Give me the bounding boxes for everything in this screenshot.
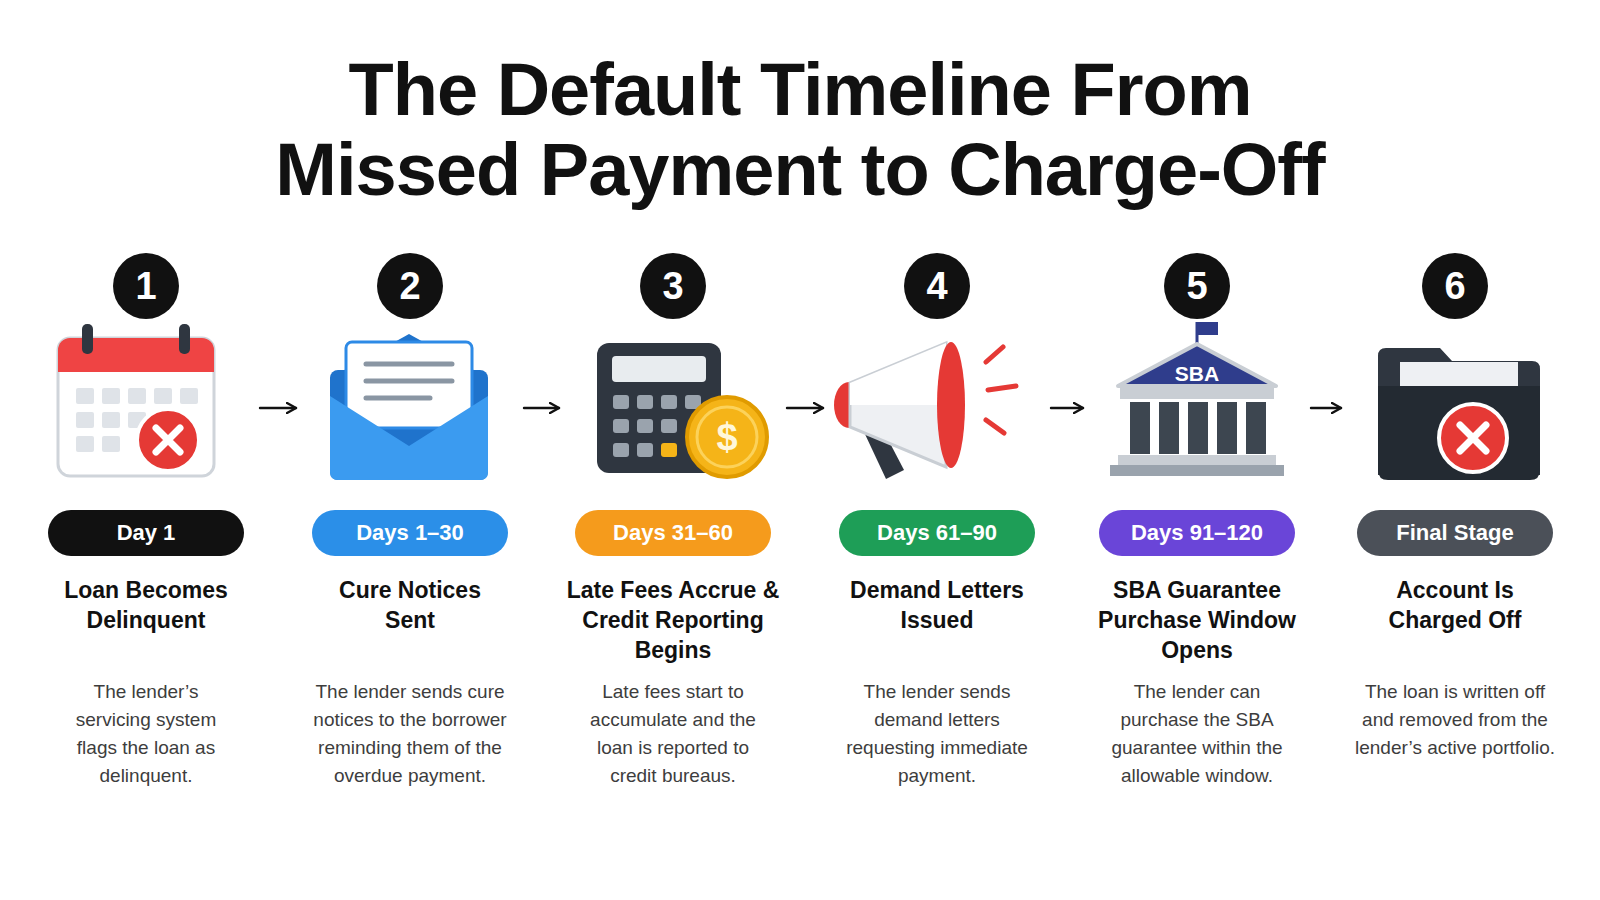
- calculator-key: [637, 395, 653, 409]
- calendar-ring: [179, 324, 190, 354]
- cross-mark: [156, 428, 180, 452]
- timeline-step: 2Days 1–30Cure Notices SentThe lender se…: [300, 250, 520, 820]
- timeline-step: 3Days 31–60Late Fees Accrue & Credit Rep…: [563, 250, 783, 820]
- bank-icon: [1110, 322, 1284, 476]
- flow-arrow: [1051, 407, 1083, 409]
- step-description: The lender’s servicing system flags the …: [61, 678, 231, 790]
- bank-column: [1217, 402, 1237, 454]
- step-description: The lender can purchase the SBA guarante…: [1095, 678, 1300, 790]
- envelope-front: [330, 396, 488, 480]
- flow-arrow: [260, 407, 296, 409]
- calendar-cell: [180, 388, 198, 404]
- stage-pill: Day 1: [48, 510, 244, 556]
- flow-arrow: [524, 407, 559, 409]
- stage-pill: Days 91–120: [1099, 510, 1295, 556]
- bank-columns: [1130, 402, 1266, 454]
- calculator-key: [613, 419, 629, 433]
- timeline-step: 6Final StageAccount Is Charged OffThe lo…: [1345, 250, 1565, 820]
- calendar-body: [58, 338, 214, 476]
- calendar-cell: [76, 412, 94, 428]
- timeline-step: 1Day 1 Loan Becomes DelinquentThe lender’…: [36, 250, 256, 820]
- step-heading: Account Is Charged Off: [1355, 575, 1555, 635]
- calendar-cell: [102, 412, 120, 428]
- step-number: 6: [1422, 253, 1488, 319]
- step-number: 3: [640, 253, 706, 319]
- step-heading: Demand Letters Issued: [837, 575, 1037, 635]
- megaphone-highlight: [850, 343, 946, 405]
- letter-lines: [366, 364, 452, 398]
- calendar-cell: [102, 388, 120, 404]
- bank-column: [1159, 402, 1179, 454]
- bank-column: [1246, 402, 1266, 454]
- coin-symbol: $: [716, 416, 737, 459]
- bank-base: [1110, 465, 1284, 476]
- calculator-key: [637, 419, 653, 433]
- stage-pill: Days 61–90: [839, 510, 1035, 556]
- megaphone-icon: [834, 342, 1016, 479]
- coin-rim: [697, 407, 757, 467]
- sound-lines: [986, 347, 1016, 433]
- flow-arrow: [1311, 407, 1341, 409]
- megaphone-cone: [850, 343, 946, 467]
- folder-icon: [1378, 348, 1540, 480]
- step-description: Late fees start to accumulate and the lo…: [576, 678, 771, 790]
- calculator-screen: [612, 356, 706, 382]
- coin: [687, 397, 767, 477]
- step-number: 2: [377, 253, 443, 319]
- bank-step: [1118, 455, 1276, 465]
- calendar-cell: [76, 436, 94, 452]
- step-description: The lender sends demand letters requesti…: [837, 678, 1037, 790]
- calendar-cell: [102, 436, 120, 452]
- step-heading: Late Fees Accrue & Credit Reporting Begi…: [563, 575, 783, 665]
- megaphone-mouth: [937, 342, 965, 468]
- calendar-cell: [128, 388, 146, 404]
- calculator-key: [661, 419, 677, 433]
- bank-pediment: [1118, 344, 1276, 386]
- stage-pill: Days 31–60: [575, 510, 771, 556]
- calendar-icon: [58, 324, 214, 476]
- step-heading: Cure Notices Sent: [320, 575, 500, 635]
- bank-beam: [1120, 387, 1274, 399]
- calculator-key: [613, 443, 629, 457]
- step-description: The lender sends cure notices to the bor…: [305, 678, 515, 790]
- calculator-icon: [597, 343, 767, 477]
- calendar-band: [58, 356, 214, 372]
- step-heading: SBA Guarantee Purchase Window Opens: [1092, 575, 1302, 665]
- timeline-step: 5Days 91–120SBA Guarantee Purchase Windo…: [1087, 250, 1307, 820]
- bank-column: [1188, 402, 1208, 454]
- calendar-cell: [76, 388, 94, 404]
- error-badge: [1439, 404, 1507, 472]
- step-number: 5: [1164, 253, 1230, 319]
- calculator-key: [637, 443, 653, 457]
- diagram-title: The Default Timeline From Missed Payment…: [230, 50, 1370, 210]
- calendar-ring: [82, 324, 93, 354]
- stage-pill: Final Stage: [1357, 510, 1553, 556]
- timeline-step: 4Days 61–90Demand Letters IssuedThe lend…: [827, 250, 1047, 820]
- calendar-cell: [154, 388, 172, 404]
- bank-sign: SBA: [1175, 362, 1219, 386]
- stage-pill: Days 1–30: [312, 510, 508, 556]
- letter-sheet: [346, 342, 472, 428]
- step-number: 4: [904, 253, 970, 319]
- folder-front: [1378, 386, 1540, 480]
- calculator-key: [661, 395, 677, 409]
- flow-arrow: [787, 407, 823, 409]
- calendar-band: [58, 338, 214, 372]
- folder-paper: [1400, 362, 1518, 390]
- calculator-key: [613, 395, 629, 409]
- calculator-key: [661, 443, 677, 457]
- step-description: The loan is written off and removed from…: [1353, 678, 1558, 762]
- cross-mark: [1460, 425, 1486, 451]
- flag: [1198, 322, 1218, 335]
- step-heading: Loan Becomes Delinquent: [46, 575, 246, 635]
- step-number: 1: [113, 253, 179, 319]
- envelope-icon: [330, 334, 488, 480]
- bank-column: [1130, 402, 1150, 454]
- error-badge: [137, 409, 199, 471]
